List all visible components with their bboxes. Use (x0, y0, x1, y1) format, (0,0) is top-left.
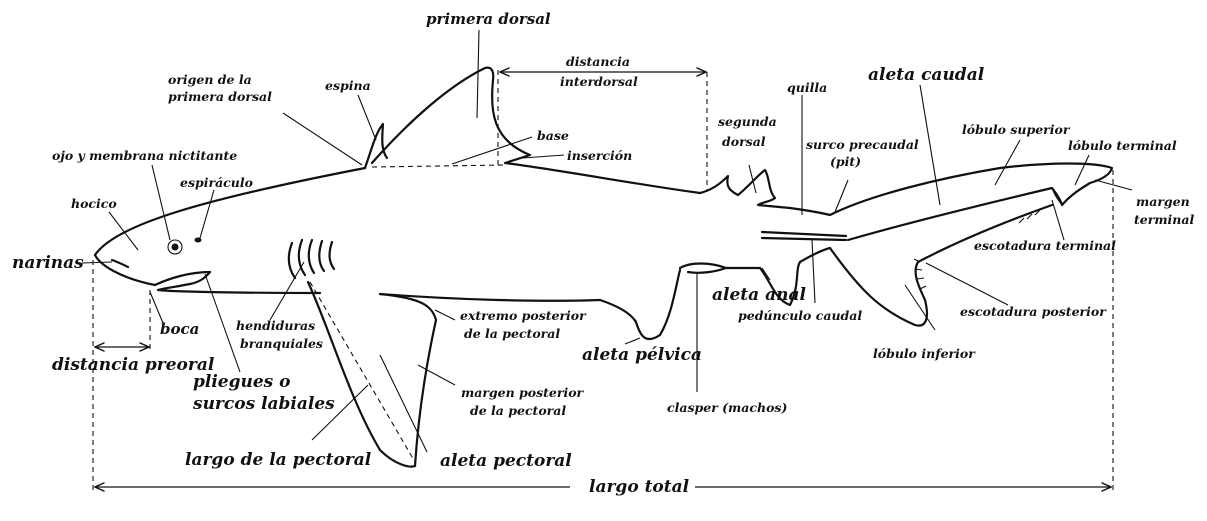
label-surco-precaudal-1: surco precaudal (806, 137, 919, 152)
label-espiraculo: espiráculo (180, 175, 253, 190)
label-distancia-preoral: distancia preoral (52, 355, 215, 375)
label-narinas: narinas (12, 253, 84, 273)
label-extremo-posterior-1: extremo posterior (460, 308, 587, 323)
label-largo-pectoral: largo de la pectoral (185, 450, 372, 470)
label-primera-dorsal: primera dorsal (426, 10, 551, 28)
label-lobulo-superior: lóbulo superior (962, 122, 1071, 137)
label-insercion: inserción (567, 148, 632, 163)
pectoral-fin (308, 282, 436, 467)
label-pliegues-2: surcos labiales (192, 394, 335, 414)
label-pedunculo-caudal: pedúnculo caudal (738, 308, 862, 323)
label-aleta-pelvica: aleta pélvica (582, 345, 702, 365)
label-surco-precaudal-2: (pit) (830, 154, 861, 169)
spiracle (195, 238, 202, 243)
eye (168, 240, 182, 254)
label-margen-posterior-1: margen posterior (461, 385, 585, 400)
label-base: base (537, 128, 569, 143)
nostril (112, 260, 128, 267)
label-margen-posterior-2: de la pectoral (470, 403, 566, 418)
label-boca: boca (160, 320, 199, 338)
label-segunda-dorsal-2: dorsal (722, 134, 766, 149)
labels: primera dorsal distancia interdorsal ori… (12, 10, 1194, 497)
ventral-profile (95, 255, 155, 285)
label-origen-2: primera dorsal (168, 89, 272, 104)
label-hendiduras-2: branquiales (240, 336, 323, 351)
keel (762, 232, 846, 236)
gill-slits (289, 240, 334, 278)
label-ojo: ojo y membrana nictitante (52, 148, 237, 163)
label-aleta-anal: aleta anal (712, 285, 806, 305)
keel-2 (762, 238, 846, 240)
label-lobulo-inferior: lóbulo inferior (873, 346, 976, 361)
label-extremo-posterior-2: de la pectoral (464, 326, 560, 341)
mouth (155, 272, 320, 293)
label-distancia-interdorsal-2: interdorsal (560, 74, 638, 89)
label-distancia-interdorsal-1: distancia (566, 54, 630, 69)
label-espina: espina (325, 78, 371, 93)
label-largo-total: largo total (589, 477, 690, 497)
label-hocico: hocico (71, 196, 117, 211)
label-segunda-dorsal-1: segunda (718, 114, 777, 129)
label-escotadura-terminal: escotadura terminal (974, 238, 1116, 253)
first-dorsal-fin (372, 68, 700, 193)
label-margen-terminal-2: terminal (1134, 212, 1194, 227)
label-pliegues-1: pliegues o (193, 372, 291, 392)
label-aleta-caudal: aleta caudal (868, 65, 985, 85)
dorsal-profile-mid (700, 176, 738, 195)
label-margen-terminal-1: margen (1136, 194, 1190, 209)
label-quilla: quilla (787, 80, 827, 95)
label-escotadura-posterior: escotadura posterior (960, 304, 1107, 319)
label-origen-1: origen de la (168, 72, 252, 87)
label-hendiduras-1: hendiduras (236, 318, 315, 333)
pelvic-fin (600, 270, 680, 339)
label-clasper: clasper (machos) (667, 400, 787, 415)
caudal-fin-upper (790, 164, 1112, 241)
second-dorsal-fin (738, 170, 790, 208)
clasper-shape (680, 264, 726, 273)
label-aleta-pectoral: aleta pectoral (440, 451, 572, 471)
spine (365, 124, 387, 168)
label-lobulo-terminal: lóbulo terminal (1068, 138, 1177, 153)
